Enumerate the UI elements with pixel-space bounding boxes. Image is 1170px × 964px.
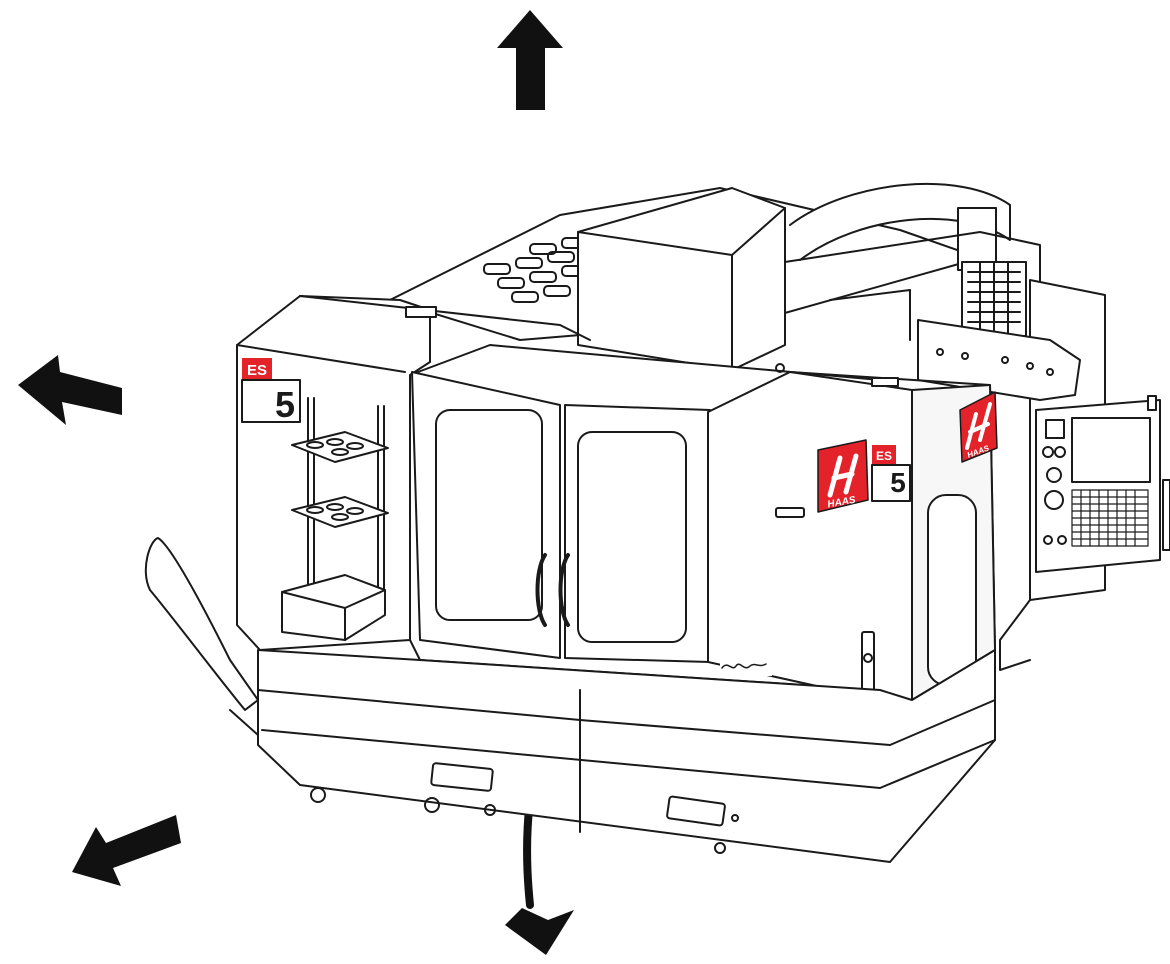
tool-carousel-rack bbox=[961, 261, 1027, 337]
arrow-down-left-icon bbox=[72, 815, 181, 886]
tool-holder-shelves bbox=[281, 397, 389, 641]
model-badge-right: ES 5 bbox=[871, 445, 911, 502]
haas-logo-door: HAAS bbox=[817, 439, 869, 513]
arrow-left-icon bbox=[18, 355, 122, 425]
haas-logo-door-text: HAAS bbox=[827, 495, 857, 511]
chip-conveyor-flap bbox=[144, 537, 259, 736]
front-door-right bbox=[558, 404, 711, 663]
control-pendant bbox=[1035, 395, 1170, 573]
machine-enclosure bbox=[236, 295, 996, 701]
badge-left-series: ES bbox=[247, 362, 267, 379]
machine-base bbox=[257, 649, 996, 863]
front-door-left bbox=[411, 371, 561, 659]
badge-right-model-number: 5 bbox=[890, 467, 906, 498]
badge-left-model-number: 5 bbox=[275, 384, 295, 425]
arrow-up-icon bbox=[497, 10, 563, 110]
badge-right-series: ES bbox=[876, 449, 892, 463]
model-badge-left: ES 5 bbox=[241, 358, 301, 425]
pendant-keypad bbox=[1071, 489, 1149, 547]
